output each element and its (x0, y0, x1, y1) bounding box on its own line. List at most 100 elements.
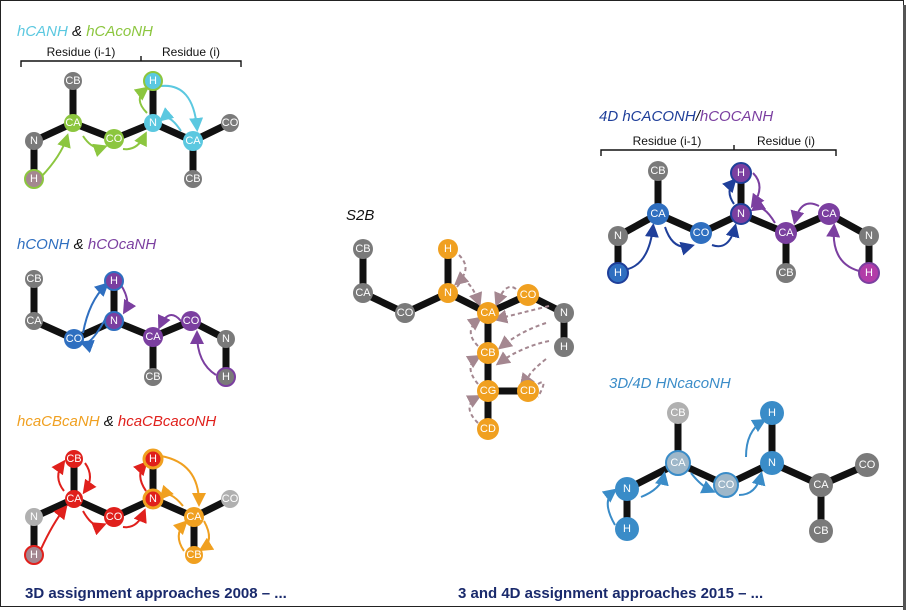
p2-atom-n2: N (222, 333, 230, 345)
p2-atom-ca: CA (26, 315, 42, 327)
p2-atom-cb: CB (26, 273, 41, 285)
atom-co-label: CO (106, 133, 123, 145)
atom-h-label: H (149, 75, 157, 87)
p2-atom-co2: CO (183, 315, 200, 327)
p3-atom-co: CO (106, 511, 123, 523)
p6-atom-co2: CO (859, 459, 876, 471)
p2-atom-h: H (110, 275, 118, 287)
panel5-title-a: 4D hCACONH (599, 108, 696, 125)
p3-atom-h: H (149, 453, 157, 465)
p3-atom-cb: CB (66, 453, 81, 465)
panel5-title-slash: / (695, 108, 702, 125)
panel4-title: S2B (346, 207, 374, 224)
p4-atom-ca2: CA (480, 307, 496, 319)
panel2-title-b: hCOcaNH (88, 236, 157, 253)
residue-prev-label-2: Residue (i-1) (633, 134, 702, 148)
panel-hcacbcanh: hcaCBcaNH & hcaCBcacoNH CB CA CO N H CA … (17, 413, 239, 565)
panel3-title-b: hcaCBcacoNH (118, 413, 217, 430)
p4-atom-n2: N (560, 307, 568, 319)
residue-bracket-2 (600, 145, 837, 156)
panel1-title: hCANH & hCAcoNH (17, 23, 153, 40)
footer-right: 3 and 4D assignment approaches 2015 – ..… (458, 585, 763, 602)
p4-atom-cd1: CD (520, 385, 536, 397)
p5-atom-ca: CA (650, 208, 666, 220)
p5-atom-h0: H (614, 267, 622, 279)
p5-atom-cb2: CB (778, 267, 793, 279)
p5-atom-h3: H (865, 267, 873, 279)
residue-bracket (20, 56, 242, 67)
atom-co2-label: CO (222, 117, 239, 129)
atom-n0 (25, 132, 43, 150)
atom-n-label: N (149, 117, 157, 129)
panel3-title-amp: & (100, 413, 118, 430)
p4-atom-co2: CO (520, 289, 537, 301)
p5-atom-ca2: CA (778, 227, 794, 239)
panel-s2b: S2B CB CA CO N H CA CO N H CB CG CD CD (346, 207, 574, 440)
atom-co2 (221, 114, 239, 132)
panel-hcaconh: 4D hCACONH/hCOCANH Residue (i-1) Residue… (599, 108, 880, 284)
p2-atom-ca2: CA (145, 331, 161, 343)
atom-ca2 (183, 131, 203, 151)
p4-atom-co: CO (397, 307, 414, 319)
panel1-title-amp: & (68, 23, 86, 40)
panel-hconh: hCONH & hCOcaNH CB CA CO N H CA CO N H C… (17, 236, 236, 387)
panel-hncaconh: 3D/4D HNcacoNH CB CA CO N H CA CO CB N H (601, 375, 879, 543)
footer-left: 3D assignment approaches 2008 – ... (25, 585, 287, 602)
panel5-title: 4D hCACONH/hCOCANH (599, 108, 773, 125)
p5-atom-n: N (737, 208, 745, 220)
p4-atom-cb: CB (355, 243, 370, 255)
p2-atom-co: CO (66, 333, 83, 345)
p3-atom-n: N (149, 493, 157, 505)
p3-atom-n0: N (30, 511, 38, 523)
p4-atom-ca: CA (355, 287, 371, 299)
p4-atom-cg: CG (480, 385, 497, 397)
p6-atom-h: H (768, 407, 776, 419)
residue-prev-label: Residue (i-1) (47, 45, 116, 59)
atom-h (143, 71, 163, 91)
panel2-title: hCONH & hCOcaNH (17, 236, 156, 253)
p2-atom-n: N (110, 315, 118, 327)
p6-atom-n0: N (623, 483, 631, 495)
p5-atom-cb: CB (650, 165, 665, 177)
atom-n (144, 114, 162, 132)
residue-curr-label: Residue (i) (162, 45, 220, 59)
panel1-title-b: hCAcoNH (86, 23, 153, 40)
p6-atom-ca2: CA (813, 479, 829, 491)
p2-atom-cb2: CB (145, 371, 160, 383)
p4-atom-h: H (444, 243, 452, 255)
p4-atom-n: N (444, 287, 452, 299)
atom-h0 (24, 169, 44, 189)
panel2-title-a: hCONH (17, 236, 70, 253)
panel-hcanh: hCANH & hCAcoNH Residue (i-1) Residue (i… (17, 23, 242, 189)
p3-atom-cb2: CB (186, 549, 201, 561)
p3-atom-ca2: CA (186, 511, 202, 523)
p6-atom-cb: CB (670, 407, 685, 419)
atom-ca (64, 114, 82, 132)
p5-atom-ca3: CA (821, 208, 837, 220)
p3-atom-h0: H (30, 549, 38, 561)
atom-cb2 (184, 170, 202, 188)
atom-n0-label: N (30, 135, 38, 147)
panel1-title-a: hCANH (17, 23, 68, 40)
atom-cb-label: CB (65, 75, 80, 87)
p3-atom-ca: CA (66, 493, 82, 505)
atom-co (104, 129, 124, 149)
panel5-title-b: hCOCANH (700, 108, 774, 125)
p6-atom-n: N (768, 457, 776, 469)
p6-atom-co: CO (718, 479, 735, 491)
p4-atom-cd2: CD (480, 423, 496, 435)
panel2-title-amp: & (70, 236, 88, 253)
atom-h0-label: H (30, 173, 38, 185)
panel3-title: hcaCBcaNH & hcaCBcacoNH (17, 413, 216, 430)
atom-cb2-label: CB (185, 173, 200, 185)
residue-curr-label-2: Residue (i) (757, 134, 815, 148)
atom-ca-label: CA (65, 117, 81, 129)
p4-atom-h2: H (560, 341, 568, 353)
p3-atom-co2: CO (222, 493, 239, 505)
panel6-title: 3D/4D HNcacoNH (609, 375, 731, 392)
p6-atom-h0: H (623, 523, 631, 535)
panel3-title-a: hcaCBcaNH (17, 413, 100, 430)
atom-cb (64, 72, 82, 90)
